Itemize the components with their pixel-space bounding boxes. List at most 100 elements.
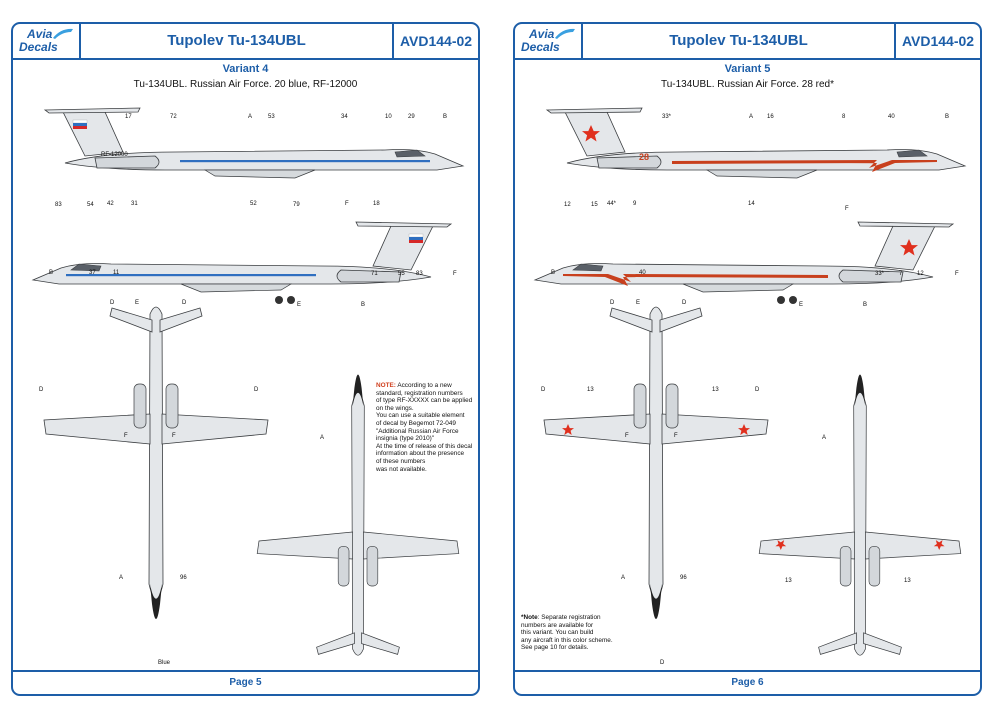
svg-text:D: D (541, 387, 546, 393)
svg-text:A: A (119, 575, 123, 581)
callout-labels-plan: D E D D 13 13 D F F A 96 D B A 13 13 (541, 300, 911, 666)
page-header: Avia Decals Tupolev Tu-134UBL AVD144-02 (13, 24, 478, 60)
russian-flag-icon (72, 119, 88, 129)
svg-text:D: D (110, 300, 115, 306)
variant-title: Variant 5 (724, 63, 771, 75)
aircraft-drawings: 28 33* A 16 8 40 B 12 15 (534, 107, 966, 666)
svg-text:40: 40 (639, 270, 646, 276)
svg-text:44*: 44* (607, 201, 617, 207)
svg-text:96: 96 (680, 575, 687, 581)
aircraft-drawings: RF-12000 17 72 A 53 34 10 29 B 83 (32, 107, 464, 666)
product-code: AVD144-02 (894, 24, 980, 58)
svg-text:E: E (636, 300, 640, 306)
svg-text:13: 13 (587, 387, 594, 393)
callout-labels-top: 33* A 16 8 40 B 12 15 (564, 114, 949, 208)
page-title: Tupolev Tu-134UBL (669, 32, 808, 49)
callout-labels-top: 17 72 A 53 34 10 29 B 83 54 79 (55, 114, 447, 208)
svg-text:F: F (453, 271, 457, 277)
svg-text:13: 13 (712, 387, 719, 393)
callout-labels-bottom: 44* 9 14 F B 40 33* 7 12 F E (551, 201, 959, 308)
svg-text:D: D (182, 300, 187, 306)
callout-labels-bottom: 42 31 52 F 18 B 37 11 71 55 83 F E (49, 201, 457, 308)
svg-text:55: 55 (398, 271, 405, 277)
nose-color-label: Blue (158, 660, 171, 666)
svg-text:F: F (845, 206, 849, 212)
svg-text:40: 40 (888, 114, 895, 120)
svg-text:D: D (254, 387, 259, 393)
svg-text:B: B (443, 114, 447, 120)
svg-text:9: 9 (633, 201, 637, 207)
svg-text:D: D (755, 387, 760, 393)
svg-text:11: 11 (113, 270, 120, 276)
svg-text:16: 16 (767, 114, 774, 120)
registration-note: *Note: Separate registration numbers are… (521, 614, 613, 652)
page-footer: Page 6 (515, 670, 980, 694)
svg-text:E: E (135, 300, 139, 306)
svg-text:29: 29 (408, 114, 415, 120)
svg-text:F: F (674, 433, 678, 439)
variant-subtitle: Tu-134UBL. Russian Air Force. 28 red* (660, 79, 835, 90)
svg-text:12: 12 (917, 271, 924, 277)
svg-text:71: 71 (371, 271, 378, 277)
svg-text:F: F (124, 433, 128, 439)
svg-text:F: F (955, 271, 959, 277)
svg-text:33*: 33* (662, 114, 672, 120)
svg-text:53: 53 (268, 114, 275, 120)
svg-text:8: 8 (842, 114, 846, 120)
svg-text:D: D (660, 660, 665, 666)
svg-text:13: 13 (785, 578, 792, 584)
svg-text:18: 18 (373, 201, 380, 207)
svg-text:B: B (551, 270, 555, 276)
svg-text:B: B (361, 302, 365, 308)
svg-text:83: 83 (416, 271, 423, 277)
svg-text:42: 42 (107, 201, 114, 207)
svg-text:A: A (749, 114, 753, 120)
svg-text:F: F (625, 433, 629, 439)
svg-text:79: 79 (293, 202, 300, 208)
svg-text:A: A (621, 575, 625, 581)
svg-text:31: 31 (131, 201, 138, 207)
svg-text:54: 54 (87, 202, 94, 208)
page-footer: Page 5 (13, 670, 478, 694)
svg-text:E: E (799, 302, 803, 308)
svg-text:33*: 33* (875, 271, 885, 277)
registration-note: NOTE: According to a new standard, regis… (376, 382, 473, 473)
product-code: AVD144-02 (392, 24, 478, 58)
callout-labels-plan: D E D D D F F A 96 B A Blue (39, 300, 365, 666)
svg-text:37: 37 (89, 270, 96, 276)
page-title: Tupolev Tu-134UBL (167, 32, 306, 49)
instruction-page-5: Avia Decals Tupolev Tu-134UBL AVD144-02 … (11, 22, 480, 696)
svg-text:83: 83 (55, 202, 62, 208)
svg-text:B: B (945, 114, 949, 120)
svg-text:A: A (320, 435, 324, 441)
svg-text:72: 72 (170, 114, 177, 120)
variant-subtitle: Tu-134UBL. Russian Air Force. 20 blue, R… (133, 79, 358, 90)
svg-text:B: B (863, 302, 867, 308)
svg-text:7: 7 (899, 271, 903, 277)
svg-text:D: D (39, 387, 44, 393)
svg-text:34: 34 (341, 114, 348, 120)
svg-text:A: A (822, 435, 826, 441)
registration-mark: RF-12000 (101, 152, 128, 158)
instruction-page-6: Avia Decals Tupolev Tu-134UBL AVD144-02 … (513, 22, 982, 696)
avia-decals-logo-icon: Avia Decals (515, 24, 583, 58)
svg-text:F: F (345, 201, 349, 207)
svg-text:15: 15 (591, 202, 598, 208)
svg-text:14: 14 (748, 201, 755, 207)
svg-text:17: 17 (125, 114, 132, 120)
svg-text:13: 13 (904, 578, 911, 584)
page-header: Avia Decals Tupolev Tu-134UBL AVD144-02 (515, 24, 980, 60)
svg-text:E: E (297, 302, 301, 308)
avia-decals-logo-icon: Avia Decals (13, 24, 81, 58)
svg-text:F: F (172, 433, 176, 439)
tail-number: 28 (639, 152, 649, 162)
svg-text:B: B (49, 270, 53, 276)
svg-text:12: 12 (564, 202, 571, 208)
svg-text:52: 52 (250, 201, 257, 207)
svg-text:D: D (682, 300, 687, 306)
svg-text:10: 10 (385, 114, 392, 120)
svg-text:A: A (248, 114, 252, 120)
svg-text:96: 96 (180, 575, 187, 581)
variant-title: Variant 4 (222, 63, 269, 75)
svg-text:D: D (610, 300, 615, 306)
